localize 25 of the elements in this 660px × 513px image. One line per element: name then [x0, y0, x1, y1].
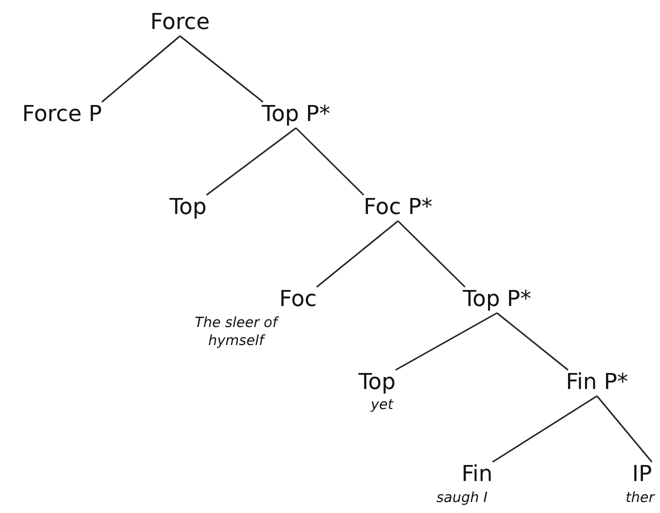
tree-node-label: Top: [358, 370, 396, 396]
example-word-text: The sleer of hymself: [194, 314, 280, 350]
tree-node-label: Fin P*: [566, 370, 628, 396]
tree-branch-line: [206, 127, 296, 196]
tree-branch-line: [492, 395, 598, 463]
tree-branch-line: [316, 220, 398, 288]
tree-branch-line: [397, 220, 466, 288]
tree-node-label: Force P: [22, 102, 102, 128]
tree-node-label: Force: [150, 10, 210, 36]
tree-branch-line: [395, 312, 498, 371]
tree-node-label: Foc: [279, 287, 317, 313]
tree-node-label: Top: [169, 195, 207, 221]
example-word-text: saugh I: [435, 489, 489, 507]
example-word-text: ther: [624, 489, 656, 507]
tree-branch-line: [295, 127, 364, 196]
tree-node-label: IP: [632, 462, 652, 488]
tree-branch-line: [180, 35, 264, 103]
tree-branch-line: [496, 312, 568, 371]
tree-node-label: Fin: [461, 462, 493, 488]
tree-node-label: Top P*: [462, 287, 532, 313]
tree-branch-line: [101, 35, 180, 103]
tree-node-label: Top P*: [262, 102, 330, 128]
example-word-text: yet: [370, 396, 395, 414]
tree-node-label: Foc P*: [364, 195, 432, 221]
tree-branch-line: [596, 396, 652, 462]
